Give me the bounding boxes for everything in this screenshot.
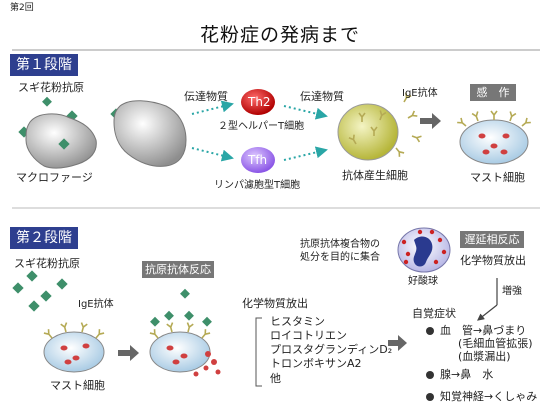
symptom-vessel-detail-1: (毛細血管拡張) xyxy=(458,337,533,350)
chemical-list-bracket xyxy=(255,317,262,387)
pollen-antigen-particles-2 xyxy=(12,270,68,312)
chemical-item-2: ロイコトリエン xyxy=(270,329,347,342)
chemical-item-5: 他 xyxy=(270,372,281,385)
arrow-to-mast-cell xyxy=(420,113,441,129)
mast-cell-reacting-granules xyxy=(166,345,188,365)
transmitter-label-2: 伝達物質 xyxy=(300,90,344,103)
antibody-producing-cell xyxy=(337,103,399,161)
complex-note-line2: 処分を目的に集合 xyxy=(300,252,380,263)
macrophage-label: マクロファージ xyxy=(16,171,93,184)
ige-label-stage2: IgE抗体 xyxy=(78,299,114,310)
stage2-label: 第２段階 xyxy=(10,227,78,249)
antibody-cell-label: 抗体産生細胞 xyxy=(342,169,408,182)
enhance-label: 増強 xyxy=(502,286,522,297)
sensitization-badge: 感 作 xyxy=(470,84,516,101)
mast-cell-left-granules xyxy=(60,343,90,365)
arrow-to-reaction xyxy=(118,345,139,361)
arrow-to-tfh xyxy=(191,147,234,162)
chemical-item-3: プロスタグランディンD₂ xyxy=(270,343,393,356)
tfh-label: Tfh xyxy=(248,153,268,167)
symptom-bullet-3 xyxy=(426,393,434,401)
th2-cell xyxy=(241,89,275,115)
th2-caption: ２型ヘルパーT細胞 xyxy=(218,121,305,132)
mast-cell-granules xyxy=(478,133,510,155)
symptom-vessel: 血 管→鼻づまり xyxy=(440,324,527,337)
eosinophil-label: 好酸球 xyxy=(408,276,438,287)
eosinophil-granules xyxy=(401,229,447,265)
chemical-item-1: ヒスタミン xyxy=(270,315,325,328)
page-tag: 第2回 xyxy=(10,3,34,13)
mast-cell-reacting xyxy=(149,331,211,373)
transmitter-label-1: 伝達物質 xyxy=(184,90,228,103)
chemical-release-2: 化学物質放出 xyxy=(460,254,526,267)
macrophage-processing xyxy=(113,100,187,167)
mast-cell-label-stage2: マスト細胞 xyxy=(50,379,105,392)
released-ige-antibodies xyxy=(392,91,423,158)
symptoms-title: 自覚症状 xyxy=(412,307,456,320)
mast-cell-sensitized xyxy=(459,119,529,165)
mast-cell-label-stage1: マスト細胞 xyxy=(470,171,525,184)
stage1-pollen-antigen-label: スギ花粉抗原 xyxy=(18,81,84,94)
complex-note-line1: 抗原抗体複合物の xyxy=(300,239,380,250)
page-title: 花粉症の発病まで xyxy=(200,24,361,46)
bound-antigens xyxy=(150,288,212,327)
symptom-bullet-2 xyxy=(426,371,434,379)
released-granules xyxy=(193,351,221,377)
ige-label-stage1: IgE抗体 xyxy=(402,88,438,99)
chemical-item-4: トロンボキサンA2 xyxy=(270,357,362,370)
tfh-caption: リンパ濾胞型T細胞 xyxy=(214,180,301,191)
tfh-cell xyxy=(241,147,275,173)
stage2-pollen-antigen-label: スギ花粉抗原 xyxy=(14,257,80,270)
stage1-label: 第１段階 xyxy=(10,54,78,76)
enhance-arrow xyxy=(477,304,498,321)
macrophage-cell xyxy=(25,113,97,169)
late-reaction-badge: 遅延相反応 xyxy=(460,231,524,248)
antigen-antibody-reaction-badge: 抗原抗体反応 xyxy=(142,261,214,278)
symptom-bullet-1 xyxy=(426,327,434,335)
arrow-to-symptoms xyxy=(388,335,407,351)
arrow-th2-to-bcell xyxy=(283,105,328,120)
eosinophil-nucleus xyxy=(413,236,433,267)
mast-cell-left xyxy=(43,331,105,373)
symptom-nerve: 知覚神経→くしゃみ xyxy=(440,390,538,403)
arrow-to-th2 xyxy=(191,100,234,115)
chemical-release-title: 化学物質放出 xyxy=(242,297,308,310)
symptom-vessel-detail-2: (血漿漏出) xyxy=(458,350,511,363)
symptom-gland: 腺→鼻 水 xyxy=(440,368,494,381)
th2-label: Th2 xyxy=(248,95,271,109)
arrow-tfh-to-bcell xyxy=(283,146,328,161)
